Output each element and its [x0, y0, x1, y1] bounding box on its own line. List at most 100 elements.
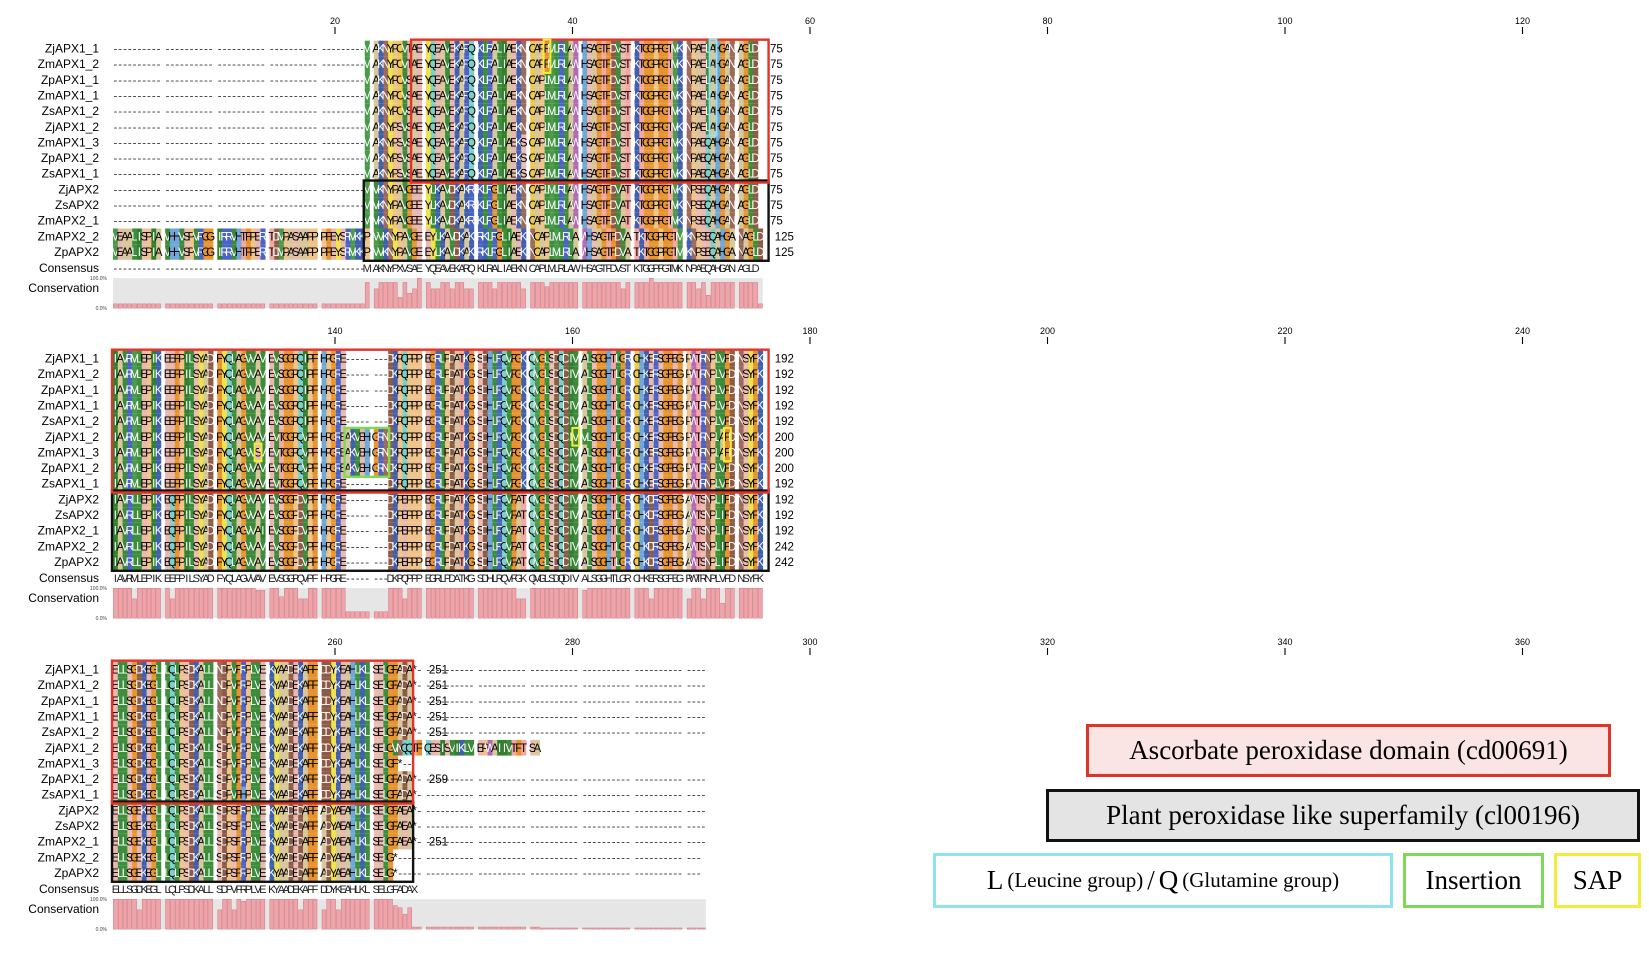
consensus-residue: -: [247, 263, 251, 275]
residue: K: [155, 400, 163, 412]
residue: N: [728, 216, 736, 228]
residue: -: [360, 385, 364, 397]
residue: R: [259, 247, 267, 259]
residue: -: [113, 137, 117, 149]
residue: -: [261, 200, 265, 212]
residue: -: [204, 75, 208, 87]
residue: -: [261, 90, 265, 102]
residue: -: [365, 385, 369, 397]
residue: -: [152, 184, 156, 196]
residue: -: [303, 169, 307, 181]
residue: -: [175, 122, 179, 134]
residue: -: [209, 122, 213, 134]
residue: -: [218, 122, 222, 134]
residue: M: [362, 106, 372, 118]
row-end-number: 200: [775, 432, 794, 444]
residue: -: [356, 416, 360, 428]
residue: V: [259, 447, 267, 459]
residue: Q: [467, 59, 476, 71]
residue: G: [467, 385, 476, 397]
residue: -: [275, 169, 279, 181]
residue: -: [180, 184, 184, 196]
residue: -: [142, 90, 146, 102]
residue: -: [356, 385, 360, 397]
sequence-row: ZsAPX1_2IAVRMLEPIKEEFPILSYADFYQLAGVVAVEV…: [42, 413, 794, 429]
residue: V: [572, 369, 580, 381]
residue: -: [322, 216, 326, 228]
residue: G: [206, 247, 215, 259]
residue: -: [147, 216, 151, 228]
residue: -: [152, 169, 156, 181]
residue: -: [118, 106, 122, 118]
conservation-bar: [313, 304, 317, 308]
conservation-bar: [668, 282, 672, 308]
residue: -: [351, 153, 355, 165]
conservation-bar: [152, 304, 156, 308]
residue: -: [351, 59, 355, 71]
residue: -: [256, 106, 260, 118]
residue: A: [624, 231, 632, 243]
sequence-name: ZpAPX1_1: [41, 383, 99, 397]
residue: -: [322, 75, 326, 87]
residue: -: [170, 137, 174, 149]
sequence-row: ZjAPX1_2--------------------------------…: [45, 119, 783, 135]
residue: -: [289, 153, 293, 165]
residue: -: [152, 90, 156, 102]
residue: -: [113, 90, 117, 102]
residue: -: [275, 153, 279, 165]
residue: -: [180, 59, 184, 71]
residue: -: [270, 169, 274, 181]
conservation-bar: [336, 304, 340, 308]
conservation-bar: [649, 278, 653, 308]
residue: -: [237, 153, 241, 165]
residue: M: [362, 137, 372, 149]
residue: -: [327, 137, 331, 149]
residue: -: [194, 137, 198, 149]
conservation-bar: [204, 304, 208, 308]
residue: -: [270, 106, 274, 118]
residue: -: [170, 122, 174, 134]
conservation-bar: [701, 282, 705, 308]
residue: N: [519, 106, 527, 118]
residue: K: [676, 200, 684, 212]
consensus-residue: -: [237, 263, 241, 275]
residue: -: [346, 369, 350, 381]
sequence-name: ZsAPX2: [55, 198, 99, 212]
consensus-residue: M: [363, 263, 372, 275]
consensus-residue: -: [175, 263, 179, 275]
residue: -: [341, 153, 345, 165]
residue: D: [207, 385, 215, 397]
residue: K: [468, 231, 476, 243]
residue: E: [415, 216, 423, 228]
residue: -: [346, 106, 350, 118]
residue: -: [360, 369, 364, 381]
residue: -: [204, 137, 208, 149]
residue: -: [137, 216, 141, 228]
residue: -: [322, 153, 326, 165]
residue: -: [251, 200, 255, 212]
residue: D: [751, 153, 759, 165]
conservation-bar: [602, 282, 606, 308]
residue: -: [118, 137, 122, 149]
residue: T: [624, 122, 631, 134]
residue: -: [232, 90, 236, 102]
residue: -: [133, 44, 137, 56]
residue: N: [728, 75, 736, 87]
residue: -: [157, 216, 161, 228]
residue: -: [118, 75, 122, 87]
residue: -: [308, 90, 312, 102]
residue: R: [624, 354, 632, 366]
residue: -: [303, 184, 307, 196]
residue: -: [327, 153, 331, 165]
residue: -: [332, 75, 336, 87]
residue: -: [142, 200, 146, 212]
residue: -: [242, 44, 246, 56]
residue: -: [123, 122, 127, 134]
consensus-residue: -: [123, 263, 127, 275]
residue: -: [185, 59, 189, 71]
conservation-bar: [445, 282, 449, 308]
residue: -: [237, 44, 241, 56]
conservation-bar: [123, 304, 127, 308]
residue: -: [185, 153, 189, 165]
residue: -: [137, 75, 141, 87]
